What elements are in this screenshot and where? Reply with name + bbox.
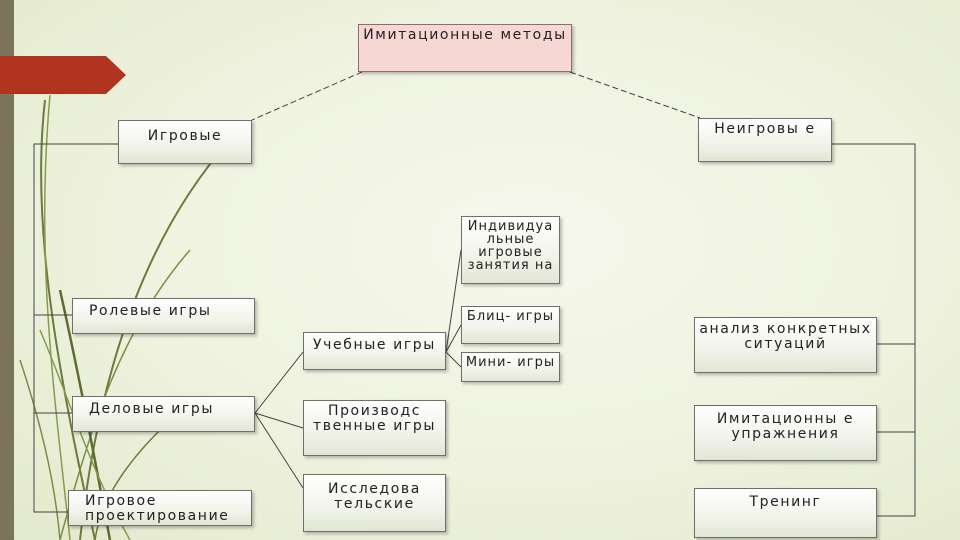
individual-games-node: Индивидуа льные игровые занятия на: [461, 216, 560, 284]
blitz-games-node: Блиц- игры: [461, 306, 560, 344]
case-analysis-node: анализ конкретных ситуаций: [694, 317, 877, 373]
production-games-node: Производс твенные игры: [303, 400, 446, 456]
training-node: Тренинг: [694, 488, 877, 538]
design-game-node: Игровое проектирование: [68, 490, 252, 526]
mini-games-node: Мини- игры: [461, 352, 560, 382]
branch-nongame-node: Неигровы е: [698, 118, 832, 162]
branch-game-node: Игровые: [118, 120, 252, 164]
root-node: Имитационные методы: [358, 24, 572, 72]
educational-games-node: Учебные игры: [303, 332, 446, 370]
business-games-node: Деловые игры: [72, 396, 255, 432]
role-games-node: Ролевые игры: [72, 298, 255, 334]
research-games-node: Исследова тельские: [303, 474, 446, 532]
simulation-exercises-node: Имитационны е упражнения: [694, 405, 877, 461]
